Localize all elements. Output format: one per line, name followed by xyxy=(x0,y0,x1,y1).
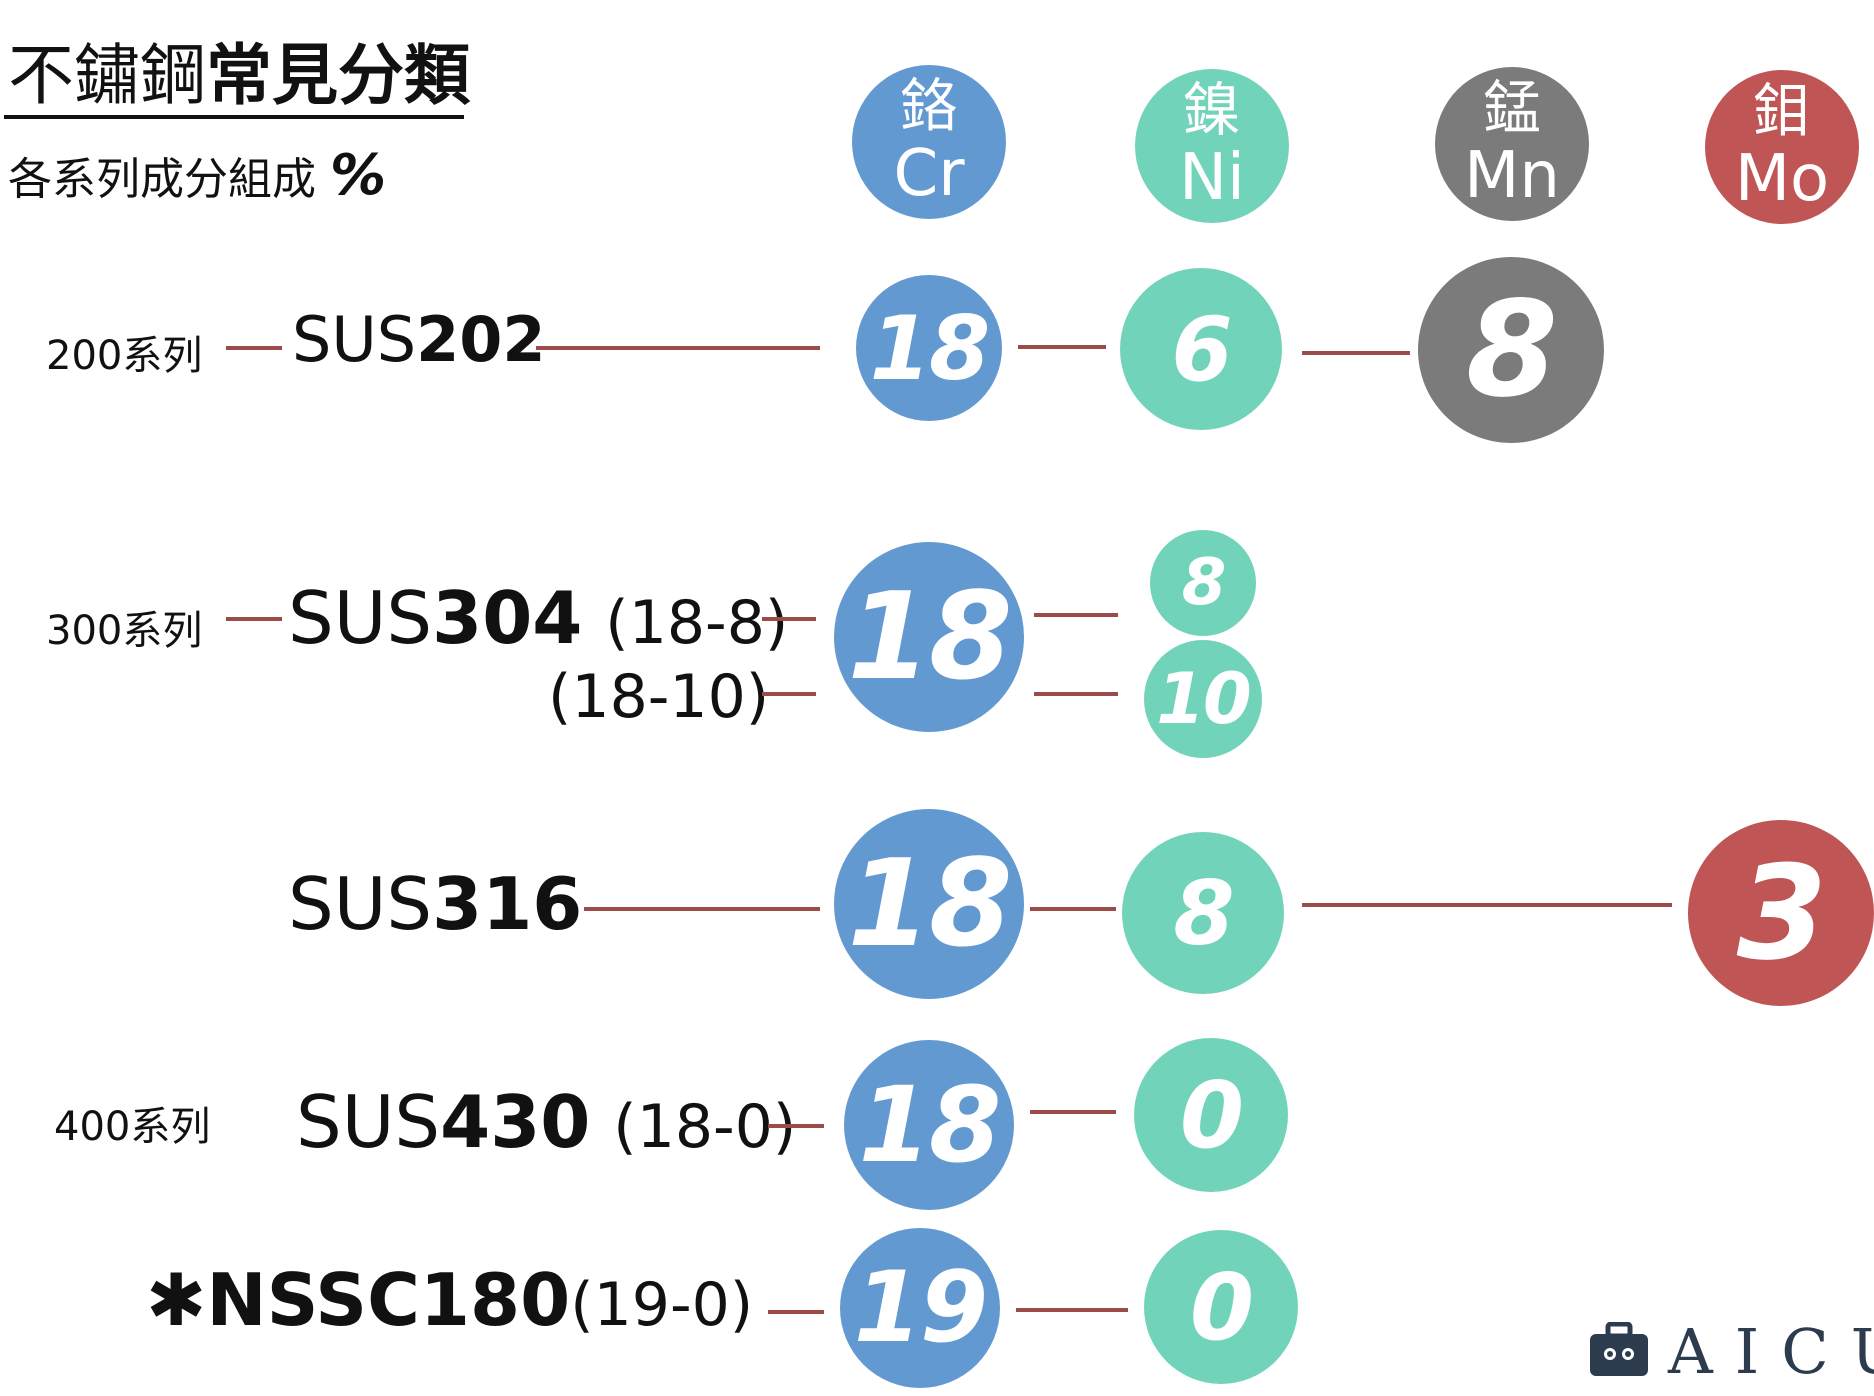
ni-value-badge: 8 xyxy=(1150,530,1256,636)
grade-prefix: SUS xyxy=(288,576,433,660)
series-label-300: 300系列 xyxy=(46,608,203,654)
connector-line xyxy=(1018,345,1106,349)
element-cjk: 鉬 xyxy=(1752,77,1811,145)
grade-ratio-b: (18-10) xyxy=(548,662,770,732)
briefcase-face-icon xyxy=(1588,1321,1650,1378)
connector-line xyxy=(584,907,820,911)
mn-value-badge: 8 xyxy=(1418,257,1604,443)
title-thin-part: 不鏽鋼 xyxy=(8,37,206,114)
cr-value-badge: 18 xyxy=(834,542,1024,732)
grade-label-sus430: SUS430 (18-0) xyxy=(296,1080,796,1164)
element-cjk: 錳 xyxy=(1482,74,1541,142)
connector-line xyxy=(226,617,282,621)
grade-number: 304 xyxy=(432,576,583,660)
connector-line xyxy=(768,1124,824,1128)
element-nickel-badge: 鎳 Ni xyxy=(1135,69,1289,223)
ni-value-badge: 6 xyxy=(1120,268,1282,430)
subtitle: 各系列成分組成 % xyxy=(8,148,386,208)
element-symbol: Cr xyxy=(893,137,965,211)
grade-number: 430 xyxy=(440,1080,591,1164)
grade-label-sus202: SUS202 xyxy=(292,303,546,376)
element-symbol: Mo xyxy=(1734,142,1830,216)
subtitle-text: 各系列成分組成 xyxy=(8,154,316,205)
element-cjk: 鉻 xyxy=(899,72,958,140)
connector-line xyxy=(1302,903,1672,907)
cr-value-badge: 18 xyxy=(856,275,1002,421)
logo-wordmark: AICU xyxy=(1668,1315,1874,1388)
grade-number: 202 xyxy=(416,303,546,376)
connector-line xyxy=(762,692,816,696)
ni-value-badge: 0 xyxy=(1144,1230,1298,1384)
connector-line xyxy=(536,346,820,350)
grade-prefix: SUS xyxy=(296,1080,441,1164)
connector-line xyxy=(1034,692,1118,696)
grade-number: 316 xyxy=(432,862,583,946)
ni-value-badge: 0 xyxy=(1134,1038,1288,1192)
mo-value-badge: 3 xyxy=(1688,820,1874,1006)
grade-label-sus304: SUS304 (18-8) xyxy=(288,576,788,660)
ni-value-badge: 8 xyxy=(1122,832,1284,994)
cr-value-badge: 19 xyxy=(840,1228,1000,1388)
element-chromium-badge: 鉻 Cr xyxy=(852,65,1006,219)
cr-value-badge: 18 xyxy=(844,1040,1014,1210)
connector-line xyxy=(226,346,282,350)
series-label-400: 400系列 xyxy=(54,1104,211,1150)
grade-label-nssc180: ✱NSSC180(19-0) xyxy=(146,1258,753,1342)
subtitle-unit: % xyxy=(330,143,387,208)
cr-value-badge: 18 xyxy=(834,809,1024,999)
connector-line xyxy=(768,1310,824,1314)
grade-name: NSSC180 xyxy=(206,1258,571,1342)
grade-prefix: SUS xyxy=(292,303,417,376)
series-label-200: 200系列 xyxy=(46,333,203,379)
grade-label-sus316: SUS316 xyxy=(288,862,582,946)
connector-line xyxy=(1302,351,1410,355)
element-molybdenum-badge: 鉬 Mo xyxy=(1705,70,1859,224)
grade-ratio-a: (18-8) xyxy=(605,588,789,658)
element-symbol: Ni xyxy=(1179,141,1245,215)
page-title: 不鏽鋼常見分類 xyxy=(8,38,470,114)
connector-line xyxy=(1034,613,1118,617)
element-manganese-badge: 錳 Mn xyxy=(1435,67,1589,221)
connector-line xyxy=(1016,1308,1128,1312)
grade-prefix: SUS xyxy=(288,862,433,946)
title-underline xyxy=(4,115,464,119)
grade-ratio: (18-0) xyxy=(613,1092,797,1162)
element-cjk: 鎳 xyxy=(1182,76,1241,144)
element-symbol: Mn xyxy=(1464,139,1560,213)
connector-line xyxy=(1030,907,1116,911)
grade-ratio: (19-0) xyxy=(570,1270,754,1340)
ni-value-badge: 10 xyxy=(1144,640,1262,758)
title-bold-part: 常見分類 xyxy=(206,37,470,114)
connector-line xyxy=(762,617,816,621)
connector-line xyxy=(1030,1110,1116,1114)
asterisk-mark: ✱ xyxy=(146,1258,207,1342)
